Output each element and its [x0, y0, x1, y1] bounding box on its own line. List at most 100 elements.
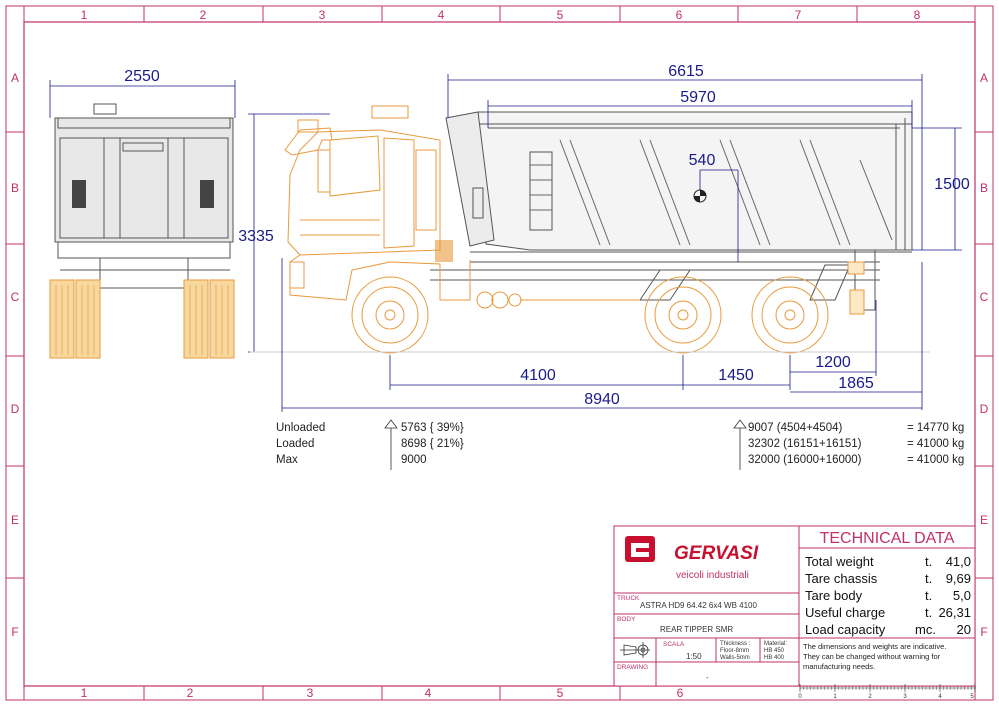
grid-row-b-r: B	[980, 181, 988, 195]
dim-rear-overhang-frame: 1200	[815, 354, 851, 371]
grid-row-c: C	[11, 290, 20, 304]
grid-row-b: B	[11, 181, 19, 195]
front-weight-loaded: 8698 { 21%}	[401, 438, 464, 450]
td-total-weight-label: Total weight	[805, 554, 874, 569]
dim-overall-body-length: 6615	[668, 63, 704, 80]
truck-cab	[284, 105, 471, 301]
scale-bar-minor-ticks	[799, 686, 976, 690]
grid-bcol-5: 5	[557, 686, 564, 700]
scale-tick-2: 2	[868, 694, 872, 700]
grid-col-8: 8	[914, 8, 921, 22]
grid-row-c-r: C	[980, 290, 989, 304]
thickness-walls: Walls-5mm	[720, 655, 750, 661]
td-load-capacity-value: 20	[957, 622, 971, 637]
grid-bcol-6: 6	[677, 686, 684, 700]
rear-wheel	[751, 276, 829, 354]
dim-width-rear-lines	[49, 80, 236, 118]
td-tare-body-value: 5,0	[953, 588, 971, 603]
grid-row-e-r: E	[980, 513, 988, 527]
dim-overall-height: 3335	[238, 228, 274, 245]
drivetrain	[476, 291, 640, 309]
grid-row-f-r: F	[980, 625, 987, 639]
drawing-value: -	[706, 673, 709, 682]
dump-body	[445, 111, 913, 263]
td-useful-charge-label: Useful charge	[805, 605, 885, 620]
grid-row-e: E	[11, 513, 19, 527]
scale-tick-3: 3	[903, 694, 907, 700]
scale-tick-0: 0	[798, 694, 802, 700]
td-note-1: The dimensions and weights are indicativ…	[803, 642, 946, 651]
grid-row-a: A	[11, 71, 19, 85]
technical-data-title: TECHNICAL DATA	[820, 530, 955, 547]
truck-chassis	[430, 249, 880, 315]
weight-label-loaded: Loaded	[276, 438, 314, 450]
dim-wheelbase: 4100	[520, 367, 556, 384]
grid-bcol-2: 2	[187, 686, 194, 700]
truck-label: TRUCK	[617, 595, 640, 602]
grid-bottom	[143, 686, 621, 700]
truck-model: ASTRA HD9 64.42 6x4 WB 4100	[640, 601, 758, 610]
dim-bottom-lines	[281, 258, 923, 412]
rear-axle-arrow-icon	[733, 419, 747, 470]
total-weight-unloaded: = 14770 kg	[907, 422, 964, 434]
material-1: HB 450	[764, 648, 785, 654]
total-weight-max: = 41000 kg	[907, 454, 964, 466]
grid-col-1: 1	[81, 8, 88, 22]
td-total-weight-value: 41,0	[946, 554, 971, 569]
scale-value: 1:50	[686, 652, 702, 661]
td-load-capacity-label: Load capacity	[805, 622, 886, 637]
td-tare-chassis-label: Tare chassis	[805, 571, 878, 586]
grid-col-4: 4	[438, 8, 445, 22]
thickness-label: Thickness :	[720, 641, 751, 647]
grid-row-d-r: D	[980, 402, 989, 416]
front-wheel	[351, 276, 429, 354]
projection-symbol-icon	[620, 642, 650, 658]
body-label: BODY	[617, 616, 636, 623]
rear-weight-max: 32000 (16000+16000)	[748, 454, 862, 466]
weight-label-max: Max	[276, 454, 298, 466]
gervasi-logo-icon	[625, 536, 655, 562]
td-load-capacity-unit: mc.	[915, 622, 936, 637]
td-useful-charge-value: 26,31	[938, 605, 971, 620]
grid-row-f: F	[11, 625, 18, 639]
grid-top	[143, 6, 858, 22]
total-weight-loaded: = 41000 kg	[907, 438, 964, 450]
drawing-label: DRAWING	[617, 664, 648, 671]
body-type: REAR TIPPER SMR	[660, 625, 733, 634]
grid-col-5: 5	[557, 8, 564, 22]
grid-col-3: 3	[319, 8, 326, 22]
dim-body-length: 5970	[680, 89, 716, 106]
material-2: HB 400	[764, 655, 785, 661]
td-tare-chassis-value: 9,69	[946, 571, 971, 586]
dim-width-rear: 2550	[124, 68, 160, 85]
weight-label-unloaded: Unloaded	[276, 422, 325, 434]
td-useful-charge-unit: t.	[925, 605, 932, 620]
scale-tick-4: 4	[938, 694, 942, 700]
brand-subtitle: veicoli industriali	[676, 570, 749, 581]
title-block-frame	[613, 525, 976, 687]
td-tare-body-unit: t.	[925, 588, 932, 603]
thickness-floor: Floor-8mm	[720, 648, 749, 654]
scale-tick-1: 1	[833, 694, 837, 700]
rear-weight-loaded: 32302 (16151+16151)	[748, 438, 862, 450]
grid-col-6: 6	[676, 8, 683, 22]
mid-rear-wheel	[644, 276, 722, 354]
grid-rows	[6, 131, 993, 579]
rear-weight-unloaded: 9007 (4504+4504)	[748, 422, 842, 434]
grid-row-d: D	[11, 402, 20, 416]
dim-overall-length: 8940	[584, 391, 620, 408]
grid-row-a-r: A	[980, 71, 988, 85]
dim-body-lines	[447, 74, 962, 262]
grid-col-2: 2	[200, 8, 207, 22]
grid-col-7: 7	[795, 8, 802, 22]
front-axle-arrow-icon	[384, 419, 398, 470]
front-weight-max: 9000	[401, 454, 427, 466]
td-total-weight-unit: t.	[925, 554, 932, 569]
grid-bcol-4: 4	[425, 686, 432, 700]
td-tare-chassis-unit: t.	[925, 571, 932, 586]
dim-body-height: 1500	[934, 176, 970, 193]
scale-label: SCALA	[663, 641, 685, 648]
front-weight-unloaded: 5763 { 39%}	[401, 422, 464, 434]
dim-rear-overhang: 1865	[838, 375, 874, 392]
